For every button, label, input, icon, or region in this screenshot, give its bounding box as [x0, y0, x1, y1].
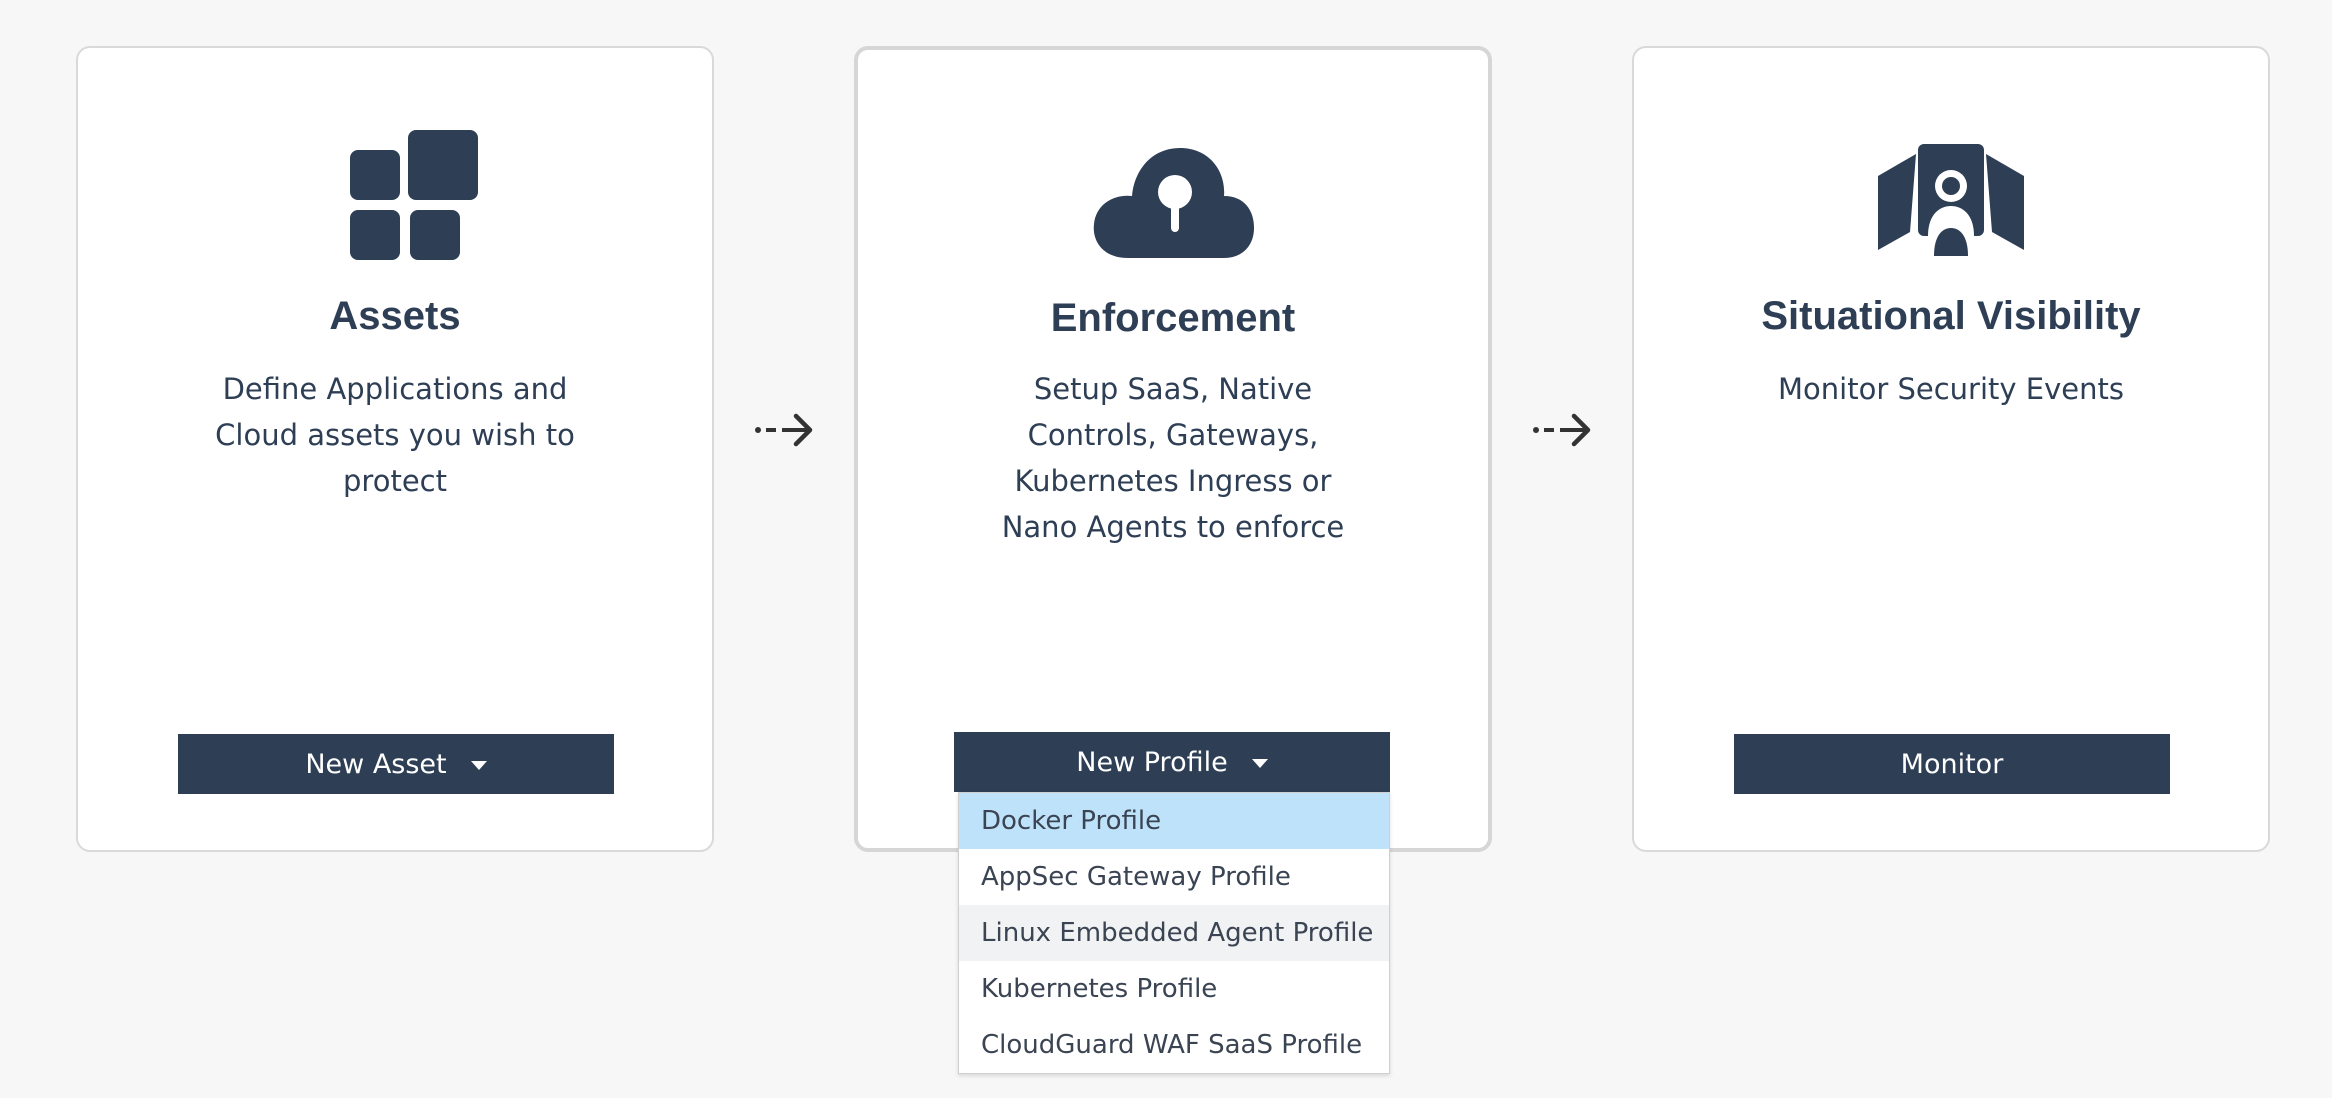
caret-down-icon [470, 760, 487, 770]
monitor-button-label: Monitor [1900, 748, 2004, 780]
new-profile-button-label: New Profile [1076, 746, 1228, 778]
enforcement-card: Enforcement Setup SaaS, Native Controls,… [854, 46, 1492, 852]
assets-title: Assets [329, 294, 461, 338]
surveillance-user-icon [1866, 128, 2036, 268]
enforcement-title: Enforcement [1050, 296, 1296, 340]
visibility-description: Monitor Security Events [1778, 372, 2124, 406]
grid-blocks-icon [310, 128, 480, 268]
dropdown-item-appsec-gateway-profile[interactable]: AppSec Gateway Profile [981, 862, 1291, 892]
cloud-lock-icon [1088, 130, 1258, 270]
new-profile-dropdown-menu: Docker Profile AppSec Gateway Profile Li… [958, 792, 1390, 1074]
caret-down-icon [1251, 758, 1268, 768]
dropdown-item-cloudguard-waf-saas-profile[interactable]: CloudGuard WAF SaaS Profile [981, 1030, 1363, 1060]
situational-visibility-card: Situational Visibility Monitor Security … [1632, 46, 2270, 852]
dashed-arrow-icon [754, 410, 816, 450]
dropdown-item-linux-embedded-agent-profile[interactable]: Linux Embedded Agent Profile [959, 905, 1389, 961]
new-asset-button[interactable]: New Asset [178, 734, 614, 794]
new-asset-button-label: New Asset [305, 748, 447, 780]
visibility-title: Situational Visibility [1761, 294, 2141, 338]
assets-description: Define Applications and Cloud assets you… [215, 372, 575, 498]
assets-card: Assets Define Applications and Cloud ass… [76, 46, 714, 852]
new-profile-button[interactable]: New Profile [954, 732, 1390, 792]
monitor-button[interactable]: Monitor [1734, 734, 2170, 794]
enforcement-description: Setup SaaS, Native Controls, Gateways, K… [1001, 372, 1345, 544]
dropdown-item-docker-profile[interactable]: Docker Profile [959, 793, 1389, 849]
dashed-arrow-icon [1532, 410, 1594, 450]
dropdown-item-kubernetes-profile[interactable]: Kubernetes Profile [981, 974, 1218, 1004]
